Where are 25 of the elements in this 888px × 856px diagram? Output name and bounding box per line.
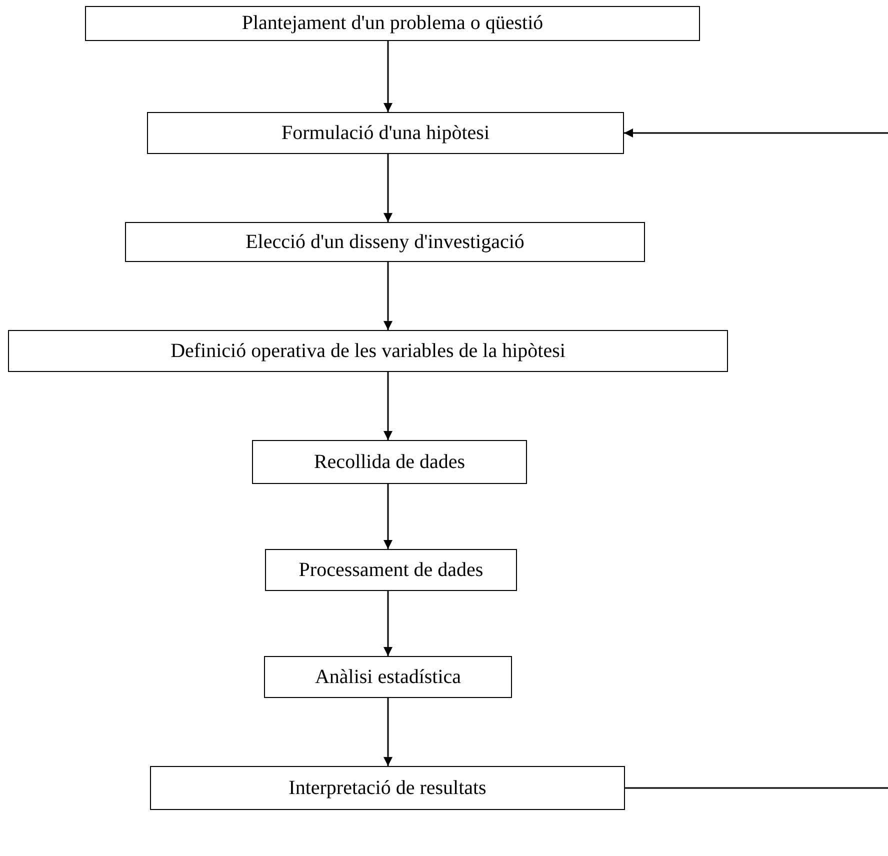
process-box [147, 112, 624, 154]
arrow [384, 698, 392, 766]
step-label: Anàlisi estadística [314, 666, 462, 688]
arrow [384, 154, 392, 222]
step-label: Elecció d'un disseny d'investigació [246, 230, 524, 254]
arrow [384, 262, 392, 330]
process-box [8, 330, 728, 372]
arrow [624, 128, 888, 138]
arrow [384, 41, 392, 112]
step-label: Plantejament d'un problema o qüestió [242, 12, 544, 35]
step-label: Processament de dades [298, 558, 484, 582]
process-box [125, 222, 645, 262]
step-label: Recollida de dades [314, 450, 466, 474]
arrow [384, 591, 392, 656]
process-box [150, 766, 625, 810]
arrow [384, 484, 392, 549]
arrow [384, 372, 392, 440]
process-box [252, 440, 527, 484]
process-box [264, 656, 512, 698]
connector-line [625, 787, 888, 789]
step-label: Formulació d'una hipòtesi [281, 122, 490, 144]
step-label: Definició operativa de les variables de la hipòtesi [170, 340, 566, 362]
process-box [85, 6, 700, 41]
process-box [265, 549, 517, 591]
step-label: Interpretació de resultats [288, 776, 486, 800]
